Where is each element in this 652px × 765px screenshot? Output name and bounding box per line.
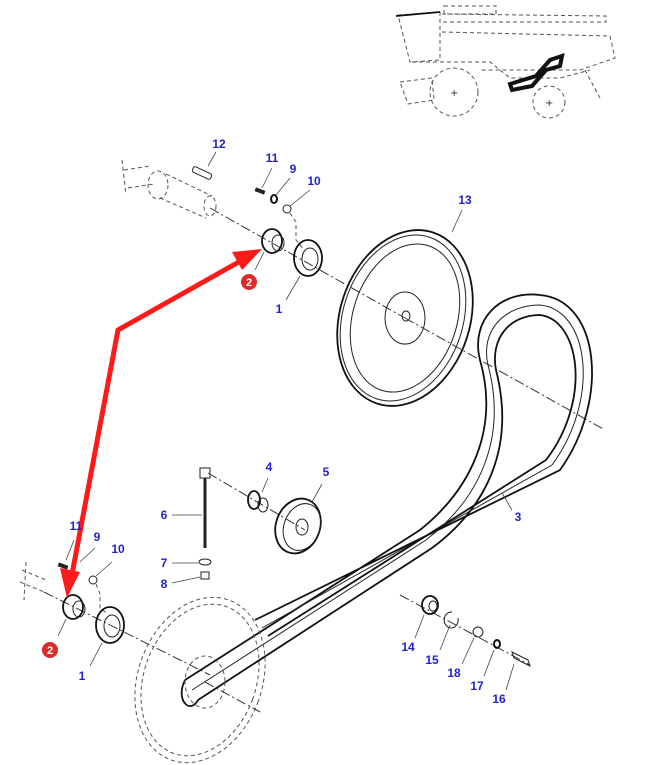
svg-text:+: +	[450, 88, 458, 99]
callout-circle	[42, 642, 58, 658]
part-label-11[interactable]: 11	[266, 151, 279, 165]
callout-badge[interactable]: 2	[241, 274, 257, 290]
part-label-11[interactable]: 11	[70, 519, 83, 533]
callout-number: 2	[246, 277, 252, 289]
svg-text:+: +	[545, 98, 553, 109]
part-label-18[interactable]: 18	[447, 666, 461, 680]
callout-circle	[241, 274, 257, 290]
part-label-13[interactable]: 13	[458, 193, 472, 207]
callout-badge[interactable]: 2	[42, 642, 58, 658]
callout-badges: 22	[42, 274, 257, 658]
drive-belt	[180, 293, 593, 707]
large-pulley	[336, 209, 606, 431]
part-label-3[interactable]: 3	[515, 510, 522, 524]
part-label-4[interactable]: 4	[266, 460, 273, 474]
part-label-1[interactable]: 1	[79, 669, 86, 683]
part-label-1[interactable]: 1	[276, 302, 283, 316]
part-label-14[interactable]: 14	[401, 640, 415, 654]
part-label-5[interactable]: 5	[323, 465, 330, 479]
part-label-7[interactable]: 7	[161, 556, 168, 570]
callout-number: 2	[47, 645, 53, 657]
part-label-15[interactable]: 15	[425, 653, 439, 667]
lower-sprocket-wheel	[134, 596, 266, 764]
part-label-10[interactable]: 10	[307, 174, 321, 188]
part-label-12[interactable]: 12	[212, 137, 226, 151]
tensioner-assembly	[171, 467, 323, 584]
red-arrow	[60, 249, 262, 598]
part-label-9[interactable]: 9	[94, 530, 101, 544]
part-label-6[interactable]: 6	[161, 508, 168, 522]
harvester-thumbnail: + +	[395, 5, 616, 119]
part-label-8[interactable]: 8	[161, 577, 168, 591]
part-label-16[interactable]: 16	[492, 692, 506, 706]
right-bearing-stack	[399, 594, 531, 691]
part-label-9[interactable]: 9	[290, 162, 297, 176]
upper-shaft-assembly	[121, 151, 406, 319]
lower-shaft-assembly	[19, 539, 211, 676]
part-label-17[interactable]: 17	[470, 679, 484, 693]
part-label-10[interactable]: 10	[111, 542, 125, 556]
